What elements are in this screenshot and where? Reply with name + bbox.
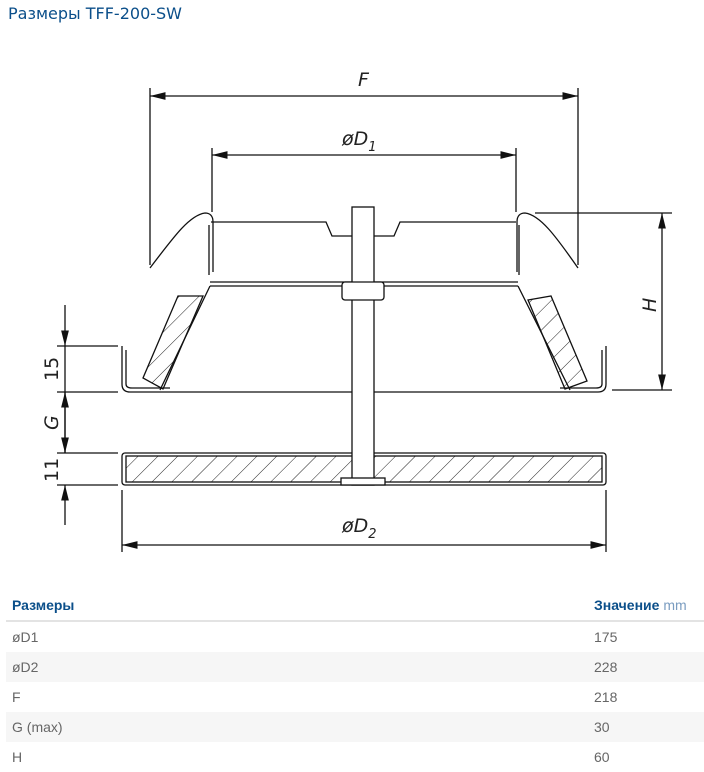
label-D2: øD2 <box>341 515 377 542</box>
label-11: 11 <box>41 458 63 482</box>
row-value: 30 <box>588 712 704 742</box>
row-value: 218 <box>594 689 618 705</box>
header-value: Значение mm <box>588 589 704 622</box>
dimension-F <box>149 88 579 265</box>
dimension-drawing: F øD1 øD2 H 15 G 11 <box>41 69 672 552</box>
header-name: Размеры <box>6 589 588 622</box>
diffuser-body <box>121 206 607 486</box>
row-name: F <box>12 689 21 705</box>
row-value: 228 <box>588 652 704 682</box>
row-name: øD2 <box>6 652 588 682</box>
table-row: H 60 <box>6 742 704 772</box>
label-F: F <box>358 69 370 91</box>
table-row: F 218 <box>6 682 704 712</box>
dimension-left <box>57 305 118 525</box>
label-15: 15 <box>41 357 63 381</box>
row-name: G (max) <box>6 712 588 742</box>
table-row: øD1 175 <box>6 621 704 652</box>
table-row: G (max)30 <box>6 712 704 742</box>
label-G: G <box>41 415 63 430</box>
label-D1: øD1 <box>341 128 377 155</box>
row-name: øD1 <box>12 629 39 645</box>
header-unit: mm <box>663 596 687 613</box>
dimension-D1 <box>211 148 517 212</box>
dimension-H <box>535 212 672 391</box>
row-value: 60 <box>594 749 610 765</box>
page-title: Размеры TFF-200-SW <box>8 4 182 23</box>
row-name: H <box>12 749 23 765</box>
dimension-D2 <box>121 490 607 552</box>
table-header: Размеры Значение mm <box>6 589 704 622</box>
label-H: H <box>639 298 661 312</box>
row-value: 175 <box>594 629 618 645</box>
